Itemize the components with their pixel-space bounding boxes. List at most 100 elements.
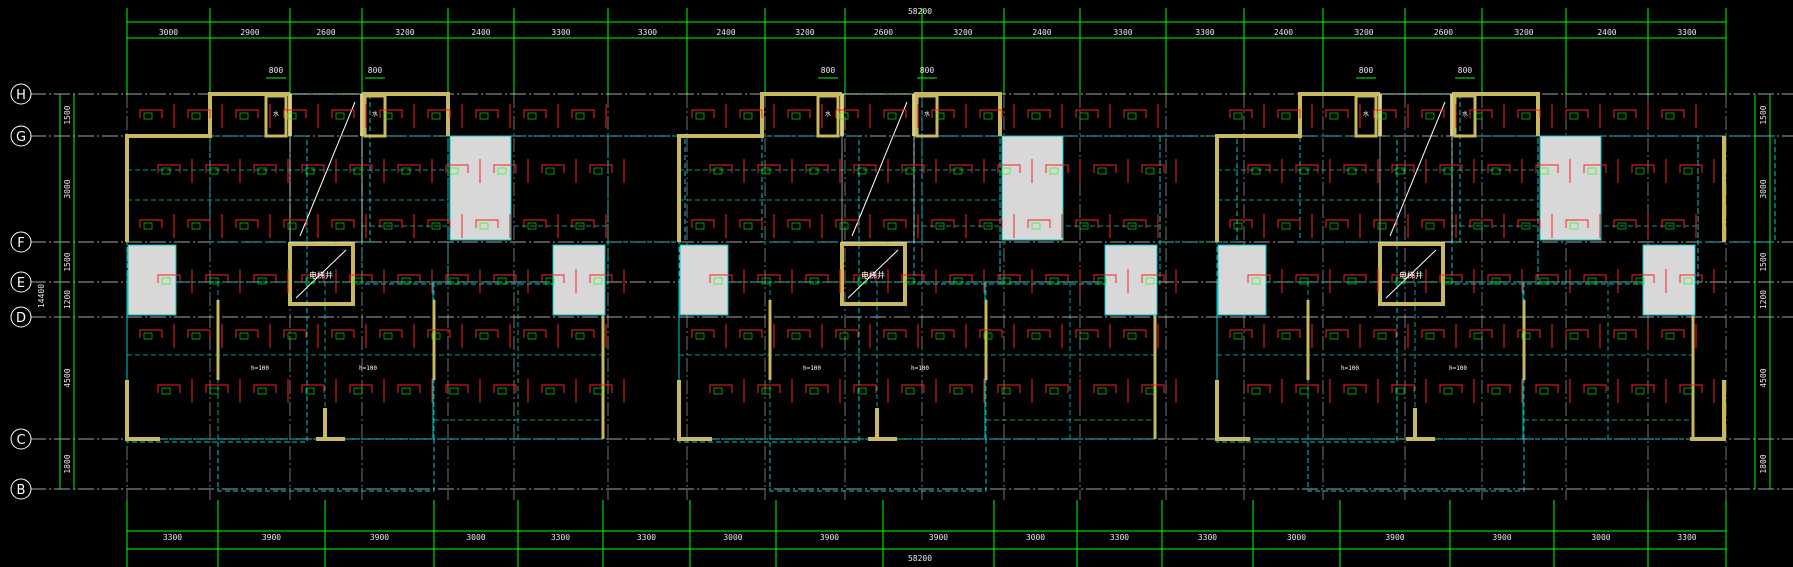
- rebar-tag: [1395, 277, 1405, 285]
- rebar-top-symbol: [235, 329, 259, 338]
- rebar-top-symbol: [1661, 329, 1685, 338]
- rebar-top-symbol: [205, 384, 229, 393]
- rebar-tag: [479, 112, 489, 120]
- rebar-tag: [1635, 387, 1645, 395]
- rebar-top-symbol: [1583, 274, 1607, 283]
- rebar-top-symbol: [979, 219, 1003, 228]
- rebar-top-symbol: [475, 219, 499, 228]
- rebar-tag: [209, 387, 219, 395]
- bottom-dimension-text: 3900: [820, 533, 839, 542]
- rebar-tag: [743, 222, 753, 230]
- rebar-tag: [545, 387, 555, 395]
- rebar-top-symbol: [1535, 164, 1559, 173]
- left-total-dimension: 14400: [37, 284, 46, 308]
- rebar-tag: [1425, 112, 1435, 120]
- rebar-top-symbol: [901, 274, 925, 283]
- rebar-tag: [905, 277, 915, 285]
- rebar-tag: [887, 112, 897, 120]
- rebar-top-symbol: [1373, 109, 1397, 118]
- rebar-top-symbol: [253, 164, 277, 173]
- rebar-tag: [143, 332, 153, 340]
- building-unit-3: [1215, 92, 1695, 441]
- rebar-top-symbol: [805, 164, 829, 173]
- rebar-top-symbol: [883, 109, 907, 118]
- rebar-tag: [887, 222, 897, 230]
- rebar-top-symbol: [691, 219, 715, 228]
- rebar-top-symbol: [1325, 219, 1349, 228]
- rebar-tag: [161, 387, 171, 395]
- left-dimension-text: 1500: [63, 105, 72, 124]
- pipe-shaft-label: 水: [1462, 110, 1468, 118]
- rebar-top-symbol: [1027, 329, 1051, 338]
- detail-dimension-text: 800: [269, 66, 284, 75]
- rebar-top-symbol: [349, 384, 373, 393]
- filled-shaft: [449, 135, 512, 241]
- rebar-top-symbol: [1631, 274, 1655, 283]
- rebar-top-symbol: [787, 109, 811, 118]
- bottom-dimension-text: 3300: [1198, 533, 1217, 542]
- rebar-top-symbol: [1535, 384, 1559, 393]
- pipe-shaft-label: 水: [1363, 110, 1369, 118]
- rebar-tag: [839, 222, 849, 230]
- rebar-top-symbol: [427, 109, 451, 118]
- rebar-tag: [1587, 387, 1597, 395]
- rebar-tag: [1127, 222, 1137, 230]
- outer-wall: [914, 92, 1002, 136]
- rebar-top-symbol: [253, 384, 277, 393]
- detail-dimension-text: 800: [368, 66, 383, 75]
- rebar-top-symbol: [1093, 274, 1117, 283]
- rebar-top-symbol: [331, 109, 355, 118]
- beam-outline: [1697, 135, 1776, 243]
- slab-label: h=100: [803, 365, 821, 372]
- rebar-tag: [305, 167, 315, 175]
- rebar-tag: [1049, 167, 1059, 175]
- rebar-top-symbol: [691, 109, 715, 118]
- filled-shaft: [679, 244, 729, 316]
- wall-layer: [125, 92, 1726, 441]
- bottom-dimension-text: 3000: [1287, 533, 1306, 542]
- rebar-tag: [905, 387, 915, 395]
- rebar-tag: [1473, 222, 1483, 230]
- rebar-tag: [1329, 112, 1339, 120]
- rebar-tag: [839, 332, 849, 340]
- outer-wall: [1215, 380, 1250, 441]
- rebar-tag: [1377, 112, 1387, 120]
- rebar-tag: [1683, 167, 1693, 175]
- axis-label-F: F: [17, 236, 24, 251]
- rebar-tag: [935, 332, 945, 340]
- rebar-tag: [1251, 387, 1261, 395]
- rebar-tag: [1587, 277, 1597, 285]
- rebar-top-symbol: [757, 164, 781, 173]
- rebar-top-symbol: [379, 219, 403, 228]
- rebar-top-symbol: [1535, 274, 1559, 283]
- pipe-shaft-wall: [816, 94, 840, 138]
- left-dimension-text: 4500: [63, 368, 72, 387]
- shaft-layer: [127, 135, 1696, 316]
- rebar-tag: [1443, 277, 1453, 285]
- rebar-top-symbol: [283, 109, 307, 118]
- rebar-tag: [1395, 167, 1405, 175]
- rebar-top-symbol: [349, 164, 373, 173]
- top-dimension-text: 3200: [1514, 28, 1533, 37]
- slab-label: h=100: [251, 365, 269, 372]
- pipe-shaft-label: 水: [825, 110, 831, 118]
- rebar-top-symbol: [493, 384, 517, 393]
- rebar-top-symbol: [1277, 219, 1301, 228]
- rebar-tag: [239, 222, 249, 230]
- rebar-top-symbol: [1093, 384, 1117, 393]
- rebar-tag: [983, 222, 993, 230]
- rebar-top-symbol: [1325, 109, 1349, 118]
- rebar-tag: [335, 332, 345, 340]
- rebar-tag: [1097, 277, 1107, 285]
- rebar-top-symbol: [853, 384, 877, 393]
- rebar-top-symbol: [397, 164, 421, 173]
- filled-shaft: [1104, 244, 1158, 316]
- rebar-top-symbol: [1469, 329, 1493, 338]
- rebar-top-symbol: [1421, 329, 1445, 338]
- rebar-top-symbol: [187, 329, 211, 338]
- top-dimension-text: 3300: [1113, 28, 1132, 37]
- rebar-top-symbol: [523, 109, 547, 118]
- rebar-tag: [1299, 387, 1309, 395]
